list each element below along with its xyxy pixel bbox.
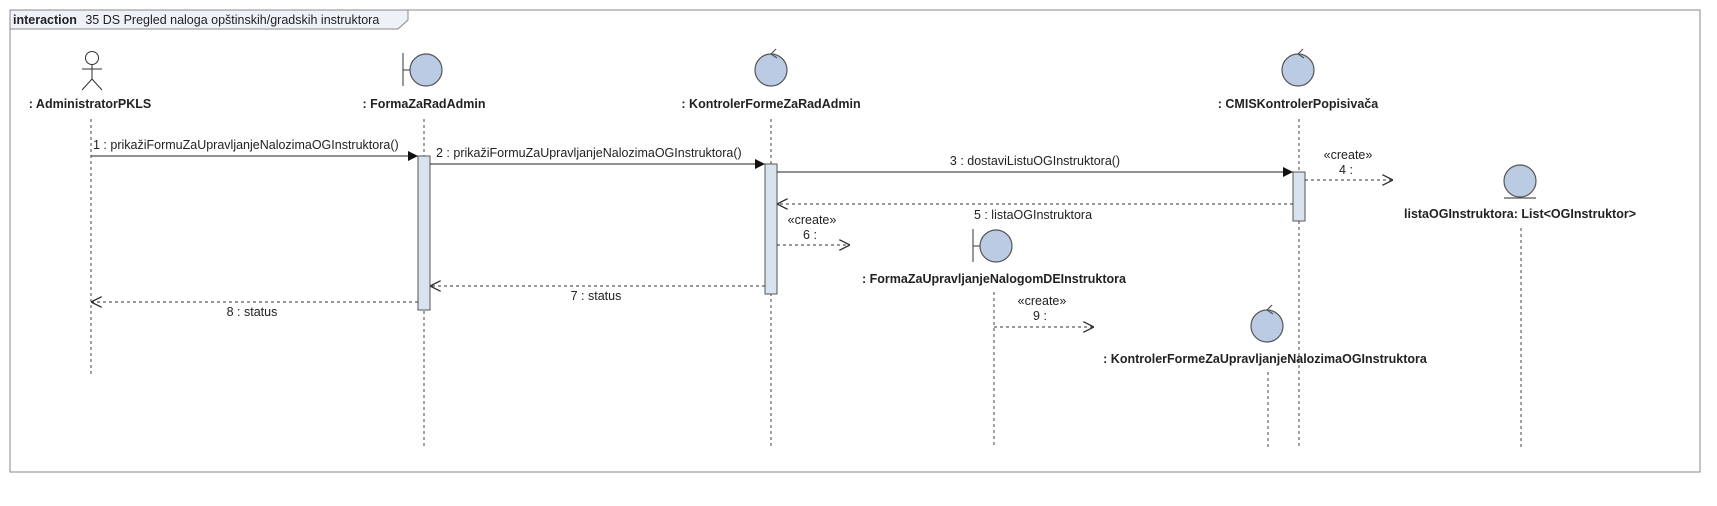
svg-text:interaction 35 DS Pregle: interaction 35 DS Pregled naloga opštins… (13, 11, 379, 28)
boundary-icon (402, 53, 443, 87)
message-5: 5 : listaOGInstruktora (777, 204, 1293, 222)
lifeline-name-lista: listaOGInstruktora: List<OGInstruktor> (1404, 207, 1636, 221)
message-label-3: 3 : dostaviListuOGInstruktora() (950, 154, 1120, 168)
frame-tab (9, 9, 409, 30)
message-stereotype-6: «create» (788, 213, 837, 227)
activation-forma (417, 155, 431, 311)
message-9: «create» 9 : (994, 294, 1094, 327)
lifeline-forma-upravljanje: : FormaZaUpravljanjeNalogomDEInstruktora (862, 229, 1127, 448)
boundary-icon (972, 229, 1013, 263)
activation-cmis (1292, 171, 1306, 222)
message-2: 2 : prikažiFormuZaUpravljanjeNalozimaOGI… (430, 146, 765, 169)
message-6: «create» 6 : (777, 213, 850, 245)
frame-keyword: interaction (13, 13, 77, 27)
message-3: 3 : dostaviListuOGInstruktora() (777, 154, 1293, 177)
lifeline-kontroler-upravljanje: : KontrolerFormeZaUpravljanjeNalozimaOGI… (1103, 304, 1428, 448)
lifeline-admin: : AdministratorPKLS (29, 51, 151, 376)
lifelines: : AdministratorPKLS : FormaZaRadAdmin : … (29, 48, 1636, 448)
messages: 1 : prikažiFormuZaUpravljanjeNalozimaOGI… (91, 138, 1393, 327)
lifeline-name-kontroler-upravljanje: : KontrolerFormeZaUpravljanjeNalozimaOGI… (1103, 352, 1428, 366)
message-7: 7 : status (430, 286, 765, 303)
message-label-5: 5 : listaOGInstruktora (974, 208, 1092, 222)
control-icon (1281, 48, 1315, 87)
message-label-6: 6 : (803, 228, 817, 242)
message-stereotype-4: «create» (1324, 148, 1373, 162)
message-8: 8 : status (91, 302, 418, 319)
message-1: 1 : prikažiFormuZaUpravljanjeNalozimaOGI… (91, 138, 418, 161)
control-icon (754, 48, 788, 87)
lifeline-cmis: : CMISKontrolerPopisivača (1218, 48, 1379, 448)
lifeline-name-cmis: : CMISKontrolerPopisivača (1218, 97, 1379, 111)
message-label-8: 8 : status (227, 305, 278, 319)
activation-kontroler (764, 163, 778, 295)
lifeline-name-forma: : FormaZaRadAdmin (363, 97, 486, 111)
message-label-1: 1 : prikažiFormuZaUpravljanjeNalozimaOGI… (93, 138, 399, 152)
message-stereotype-9: «create» (1018, 294, 1067, 308)
message-4: «create» 4 : (1305, 148, 1393, 180)
message-label-7: 7 : status (571, 289, 622, 303)
entity-icon (1503, 164, 1537, 199)
message-label-4: 4 : (1339, 163, 1353, 177)
lifeline-name-admin: : AdministratorPKLS (29, 97, 151, 111)
activations (417, 155, 1306, 311)
actor-icon (81, 51, 103, 91)
frame-title: 35 DS Pregled naloga opštinskih/gradskih… (85, 13, 379, 27)
frame-border (9, 9, 1701, 473)
lifeline-name-forma-upravljanje: : FormaZaUpravljanjeNalogomDEInstruktora (862, 272, 1127, 286)
lifeline-lista: listaOGInstruktora: List<OGInstruktor> (1404, 164, 1636, 448)
lifeline-name-kontroler: : KontrolerFormeZaRadAdmin (681, 97, 860, 111)
interaction-frame: interaction 35 DS Pregled naloga opštins… (9, 9, 1701, 473)
message-label-2: 2 : prikažiFormuZaUpravljanjeNalozimaOGI… (436, 146, 742, 160)
control-icon (1250, 304, 1284, 343)
message-label-9: 9 : (1033, 309, 1047, 323)
